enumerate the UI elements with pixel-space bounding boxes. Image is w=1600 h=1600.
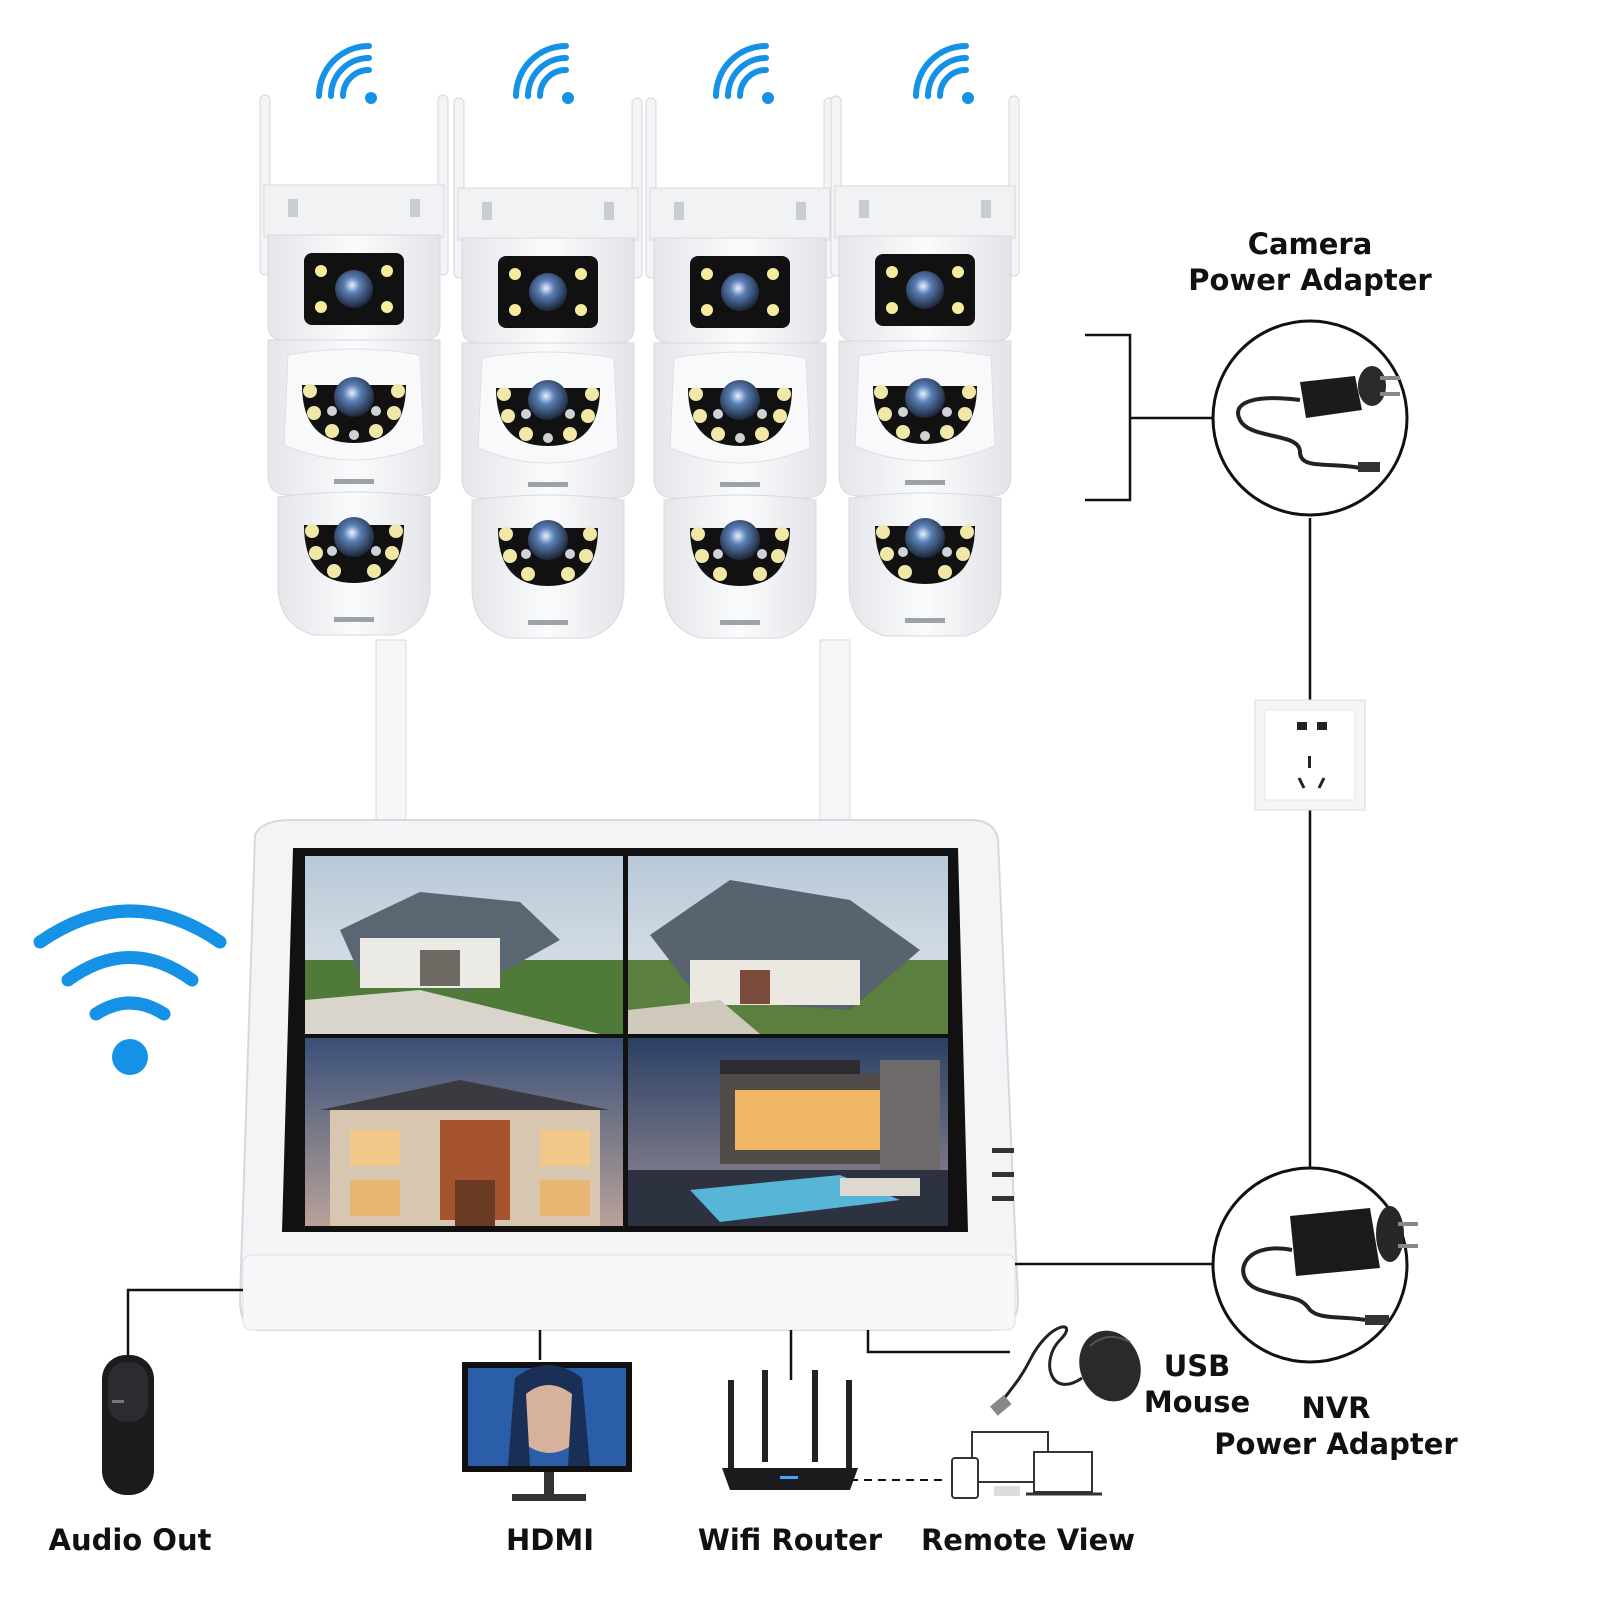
usb-mouse-label-line2: Mouse bbox=[1143, 1385, 1251, 1419]
usb-mouse-icon bbox=[990, 1325, 1141, 1416]
camera-power-bracket bbox=[1085, 333, 1222, 502]
nvr-antenna-left bbox=[375, 639, 407, 841]
camera-wifi-icon-4 bbox=[916, 46, 974, 104]
usb-mouse-label: USB Mouse bbox=[1132, 1348, 1262, 1420]
nvr-adapter-label-line1: NVR bbox=[1301, 1391, 1371, 1425]
nvr-adapter-label: NVR Power Adapter bbox=[1206, 1390, 1466, 1462]
dual-lens-camera-icon bbox=[645, 97, 835, 639]
wall-socket-icon bbox=[1254, 699, 1366, 811]
power-adapter-icon bbox=[1211, 1166, 1418, 1364]
wifi-router-label: Wifi Router bbox=[697, 1523, 883, 1557]
screen-view-1 bbox=[305, 856, 623, 1034]
remote-view-label: Remote View bbox=[920, 1523, 1136, 1557]
camera-adapter-label-line2: Power Adapter bbox=[1188, 263, 1432, 297]
audio-out-label: Audio Out bbox=[48, 1523, 212, 1557]
speaker-icon bbox=[102, 1355, 154, 1495]
dual-lens-camera-icon bbox=[453, 97, 643, 639]
camera-adapter-label: Camera Power Adapter bbox=[1180, 226, 1440, 298]
usb-mouse-line bbox=[866, 1330, 1010, 1354]
screen-view-3 bbox=[305, 1038, 623, 1226]
router-icon bbox=[722, 1370, 858, 1490]
usb-mouse-label-line1: USB bbox=[1163, 1349, 1231, 1383]
laptop-phone-icon bbox=[951, 1431, 1102, 1499]
hdmi-label: HDMI bbox=[506, 1523, 594, 1557]
nvr-antenna-right bbox=[819, 639, 851, 841]
camera-wifi-icon-3 bbox=[716, 46, 774, 104]
dual-lens-camera-icon bbox=[830, 95, 1020, 637]
dual-lens-camera-icon bbox=[259, 94, 449, 636]
nvr-adapter-label-line2: Power Adapter bbox=[1214, 1427, 1458, 1461]
screen-view-2 bbox=[628, 856, 948, 1034]
camera-adapter-label-line1: Camera bbox=[1247, 227, 1373, 261]
power-adapter-icon bbox=[1211, 319, 1409, 517]
camera-wifi-icon-1 bbox=[319, 46, 377, 104]
monitor-icon bbox=[462, 1362, 632, 1501]
camera-wifi-icon-2 bbox=[516, 46, 574, 104]
audio-out-line bbox=[126, 1288, 243, 1358]
nvr-wifi-icon bbox=[33, 904, 227, 1075]
screen-view-4 bbox=[628, 1038, 948, 1226]
